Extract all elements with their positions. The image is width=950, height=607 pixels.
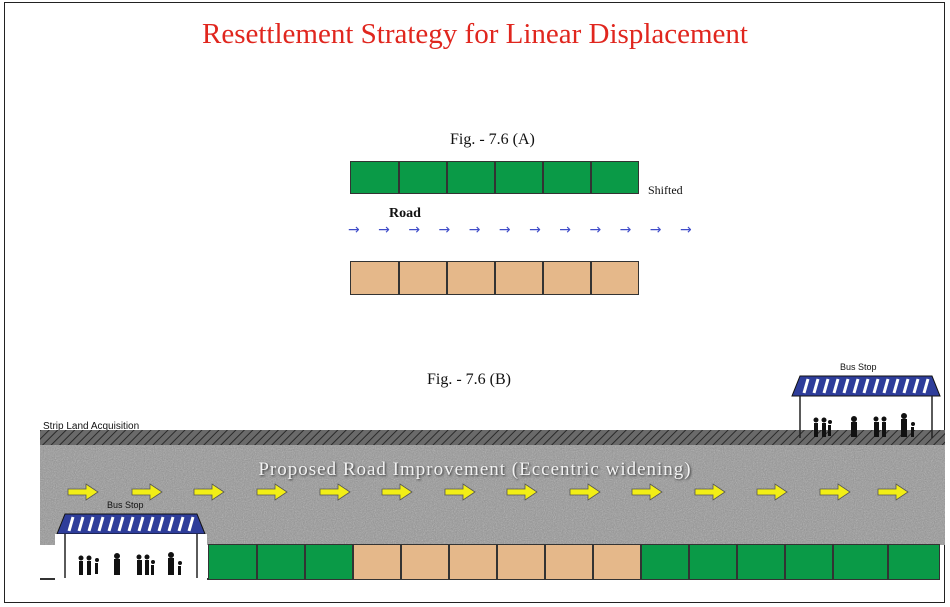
- retained-plot: [888, 544, 940, 580]
- slide-title: Resettlement Strategy for Linear Displac…: [202, 18, 748, 50]
- arrow-icon: [131, 483, 163, 501]
- retained-plot: [208, 544, 257, 580]
- existing-plot: [447, 261, 495, 295]
- retained-plot: [641, 544, 689, 580]
- existing-plot: [495, 261, 543, 295]
- arrow-icon: [756, 483, 788, 501]
- fig-a-existing-row: [350, 261, 639, 295]
- arrow-icon: [506, 483, 538, 501]
- existing-plot: [350, 261, 399, 295]
- strip-land-label: Strip Land Acquisition: [43, 421, 140, 432]
- fig-b-label: Fig. - 7.6 (B): [427, 371, 511, 388]
- bus-stop-right-label: Bus Stop: [840, 362, 877, 372]
- existing-plot: [399, 261, 447, 295]
- existing-plot: [591, 261, 639, 295]
- shifted-plot: [543, 161, 591, 194]
- bus-stop-left-label: Bus Stop: [107, 500, 144, 510]
- retained-plot: [737, 544, 785, 580]
- arrow-icon: [444, 483, 476, 501]
- arrow-icon: [381, 483, 413, 501]
- fig-a-label: Fig. - 7.6 (A): [450, 131, 535, 148]
- bus-stop-left-icon: [55, 513, 207, 580]
- retained-plot: [689, 544, 737, 580]
- retained-plot: [833, 544, 888, 580]
- shifted-plot: [591, 161, 639, 194]
- arrow-icon: [569, 483, 601, 501]
- fig-a-shifted-row: [350, 161, 639, 194]
- existing-plot: [497, 544, 545, 580]
- road-improvement-label: Proposed Road Improvement (Eccentric wid…: [258, 459, 692, 480]
- arrow-icon: [67, 483, 99, 501]
- road-direction-arrows: → → → → → → → → → → → →: [348, 222, 699, 238]
- existing-plot: [545, 544, 593, 580]
- retained-plot: [257, 544, 305, 580]
- shifted-plot: [399, 161, 447, 194]
- shifted-plot: [447, 161, 495, 194]
- shifted-plot: [350, 161, 399, 194]
- existing-plot: [401, 544, 449, 580]
- fig-b-plots-row: [208, 544, 940, 580]
- bus-stop-right-icon: [791, 375, 941, 438]
- existing-plot: [593, 544, 641, 580]
- existing-plot: [543, 261, 591, 295]
- arrow-icon: [694, 483, 726, 501]
- arrow-icon: [877, 483, 909, 501]
- arrow-icon: [819, 483, 851, 501]
- road-label: Road: [389, 206, 421, 221]
- existing-plot: [353, 544, 401, 580]
- shifted-plot: [495, 161, 543, 194]
- retained-plot: [305, 544, 353, 580]
- shifted-label: Shifted: [648, 183, 683, 197]
- arrow-icon: [631, 483, 663, 501]
- retained-plot: [785, 544, 833, 580]
- arrow-icon: [193, 483, 225, 501]
- strip-land-hatch: [40, 430, 945, 445]
- existing-plot: [449, 544, 497, 580]
- arrow-icon: [256, 483, 288, 501]
- traffic-arrows: [67, 483, 909, 501]
- arrow-icon: [319, 483, 351, 501]
